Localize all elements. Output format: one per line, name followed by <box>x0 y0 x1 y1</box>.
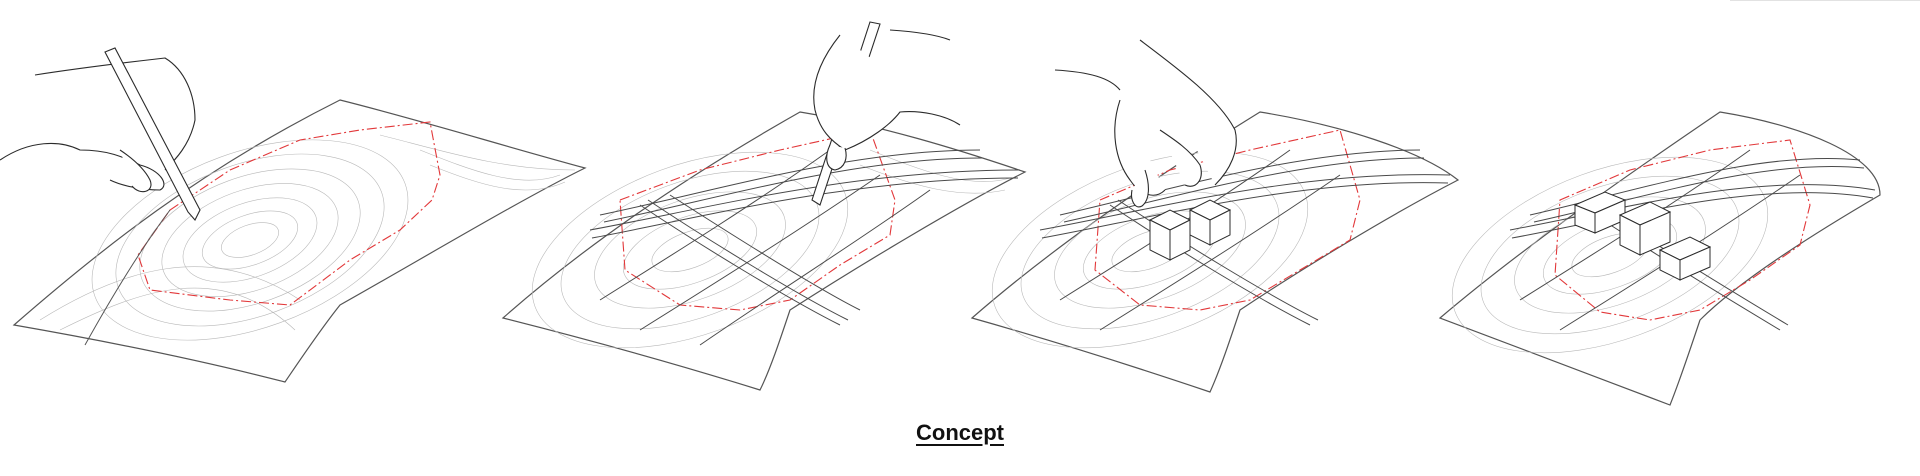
building-blocks <box>1573 191 1712 281</box>
contour-lines <box>39 134 576 341</box>
terrain-panel-2 <box>501 21 1027 391</box>
terrain-panel-1 <box>0 47 587 383</box>
terrain-panel-4 <box>1438 111 1881 406</box>
road-network <box>1039 149 1451 331</box>
terrain-outline <box>501 111 1027 391</box>
road-network <box>589 149 1021 346</box>
corner-edge <box>1730 0 1920 1</box>
terrain-outline <box>970 111 1460 393</box>
contour-lines <box>531 149 1011 349</box>
hand-block-icon <box>1054 39 1237 208</box>
terrain-panel-3 <box>970 39 1460 393</box>
site-boundary <box>137 121 441 306</box>
site-boundary <box>1554 139 1811 321</box>
valley-line <box>84 209 171 346</box>
site-boundary <box>1094 129 1361 311</box>
hand-pencil-icon <box>0 47 201 221</box>
terrain-outline <box>12 99 587 383</box>
building-blocks <box>1148 199 1232 261</box>
site-boundary <box>619 129 896 311</box>
figure-caption: Concept <box>916 420 1004 445</box>
hand-pencil-icon <box>811 21 961 206</box>
